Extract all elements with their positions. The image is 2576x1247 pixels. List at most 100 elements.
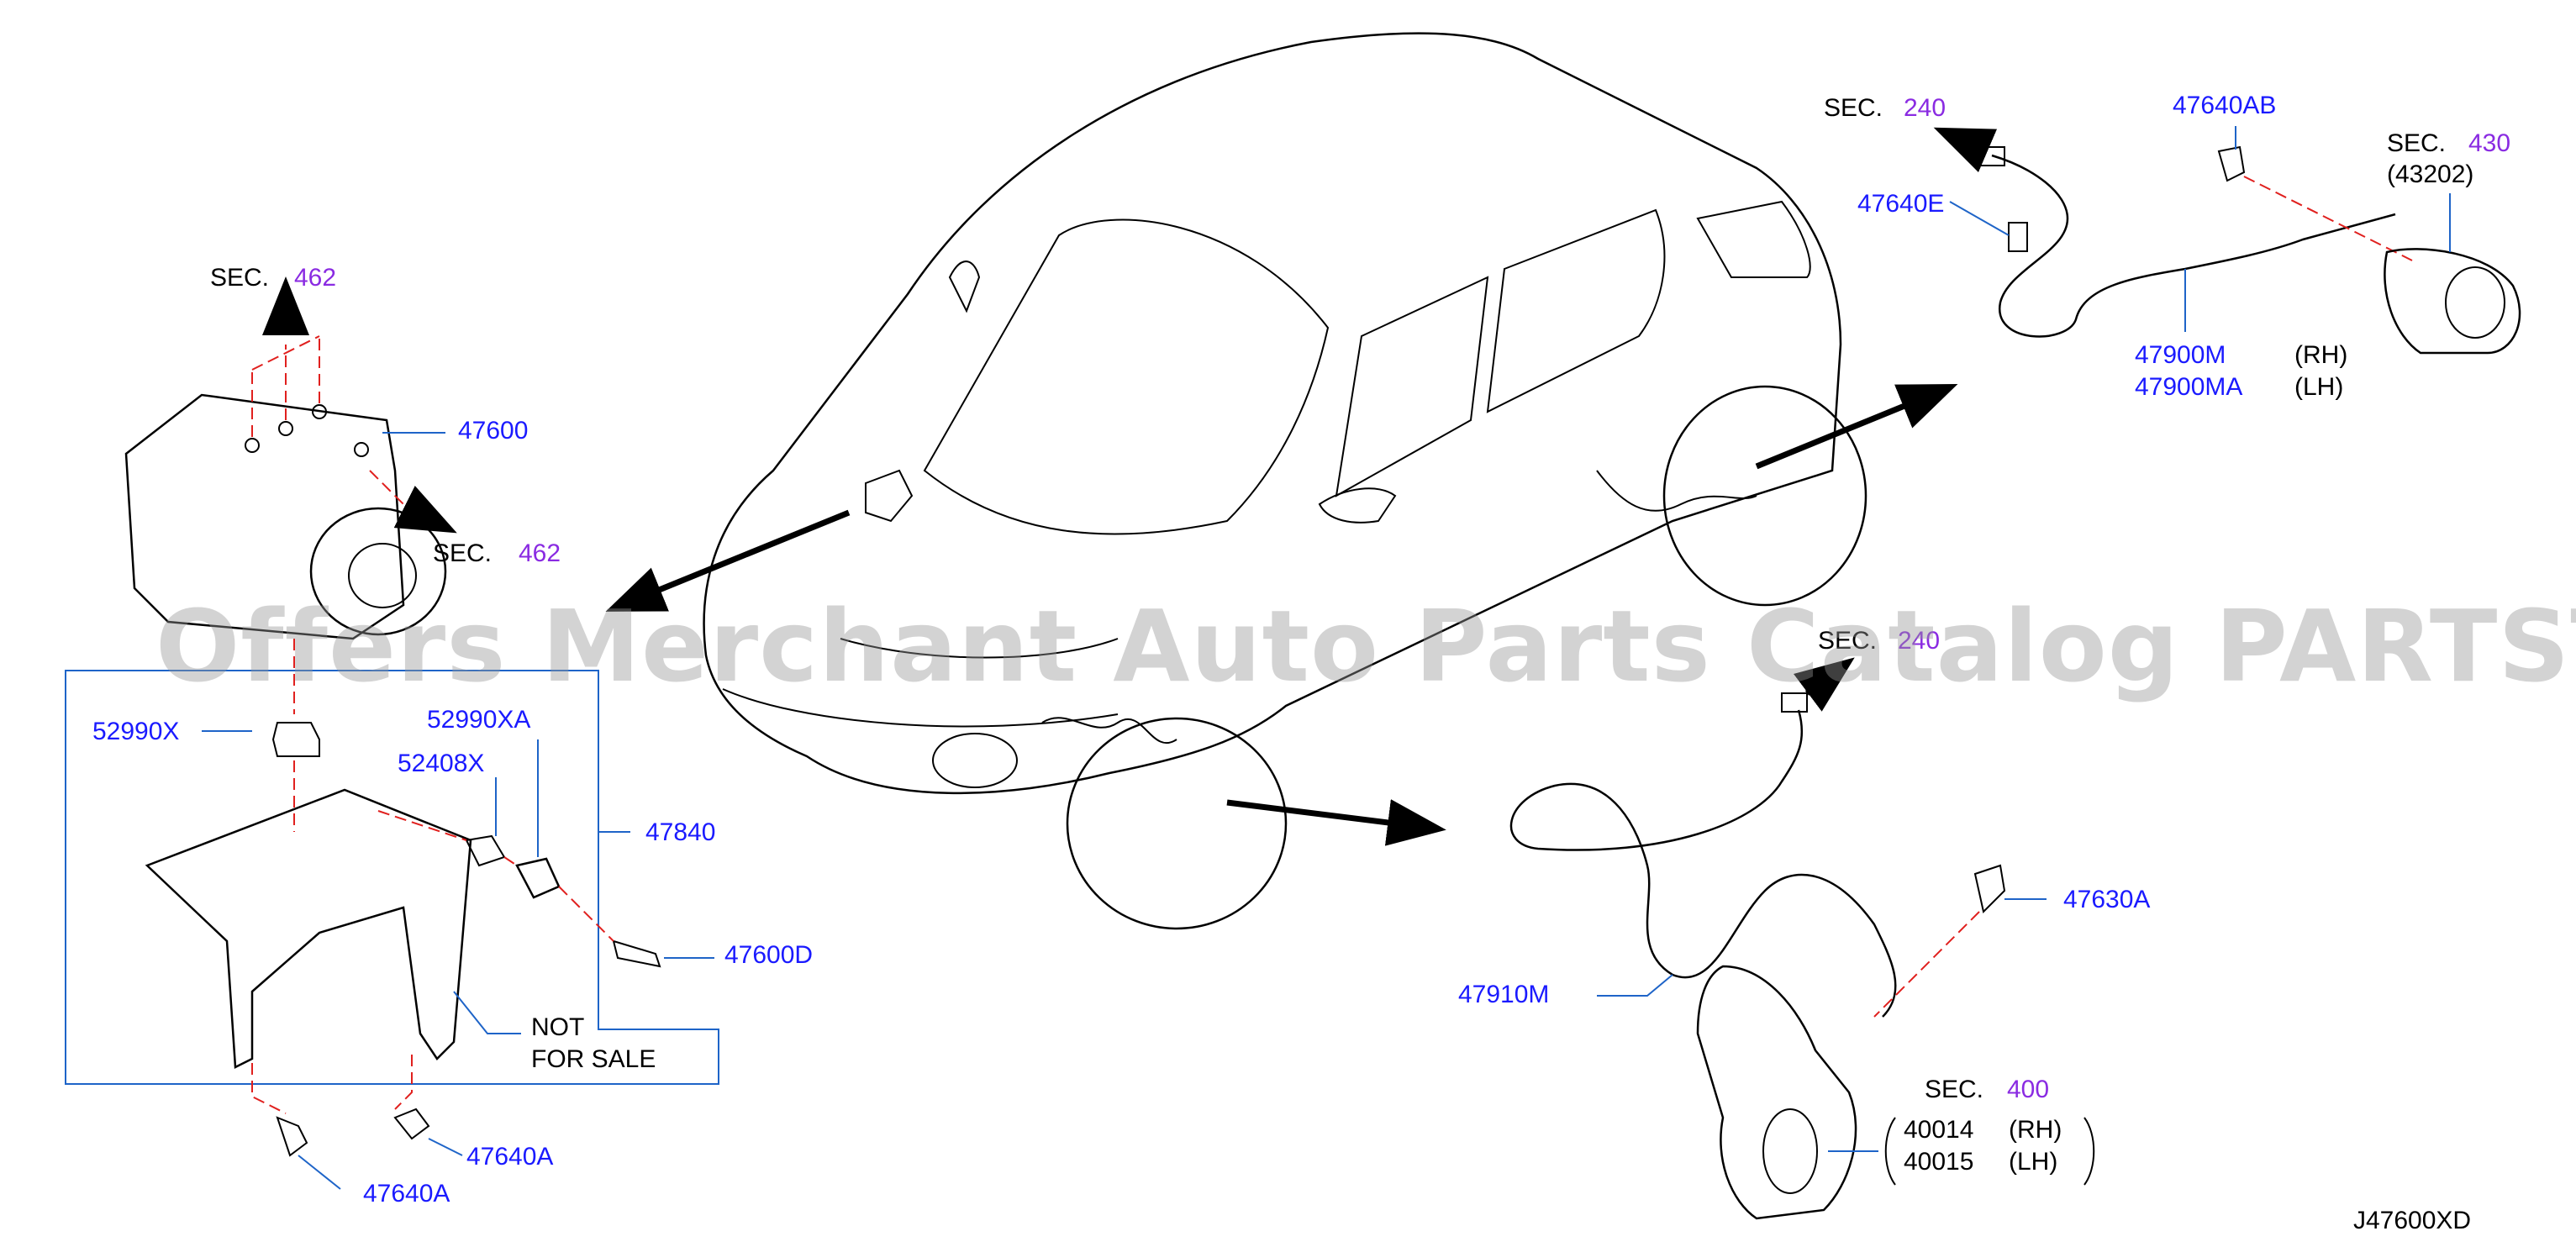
dashed-bracket-fasteners: [377, 810, 614, 942]
label-47600: 47600: [458, 417, 528, 445]
label-rh-1: (RH): [2294, 341, 2347, 369]
label-lh-1: (LH): [2294, 373, 2343, 401]
label-sec-400: SEC.: [1925, 1076, 1983, 1103]
label-sec-240-mid-num: 240: [1898, 627, 1940, 655]
label-lh-2: (LH): [2009, 1148, 2057, 1176]
label-52408x: 52408X: [398, 750, 484, 777]
label-47900m: 47900M: [2135, 341, 2226, 369]
label-sec-462-top: SEC.: [210, 264, 269, 292]
front-wheel: [1066, 717, 1288, 930]
label-40014: 40014: [1904, 1116, 1973, 1144]
bolt-47640a-right: [393, 1108, 430, 1140]
pointer-arrow-abs: [605, 509, 851, 612]
grommet-52990xa: [515, 857, 561, 899]
bolt-47640a-left: [276, 1116, 308, 1157]
pointer-arrow-rear: [1755, 384, 1958, 470]
label-rh-2: (RH): [2009, 1116, 2062, 1144]
headlamp-bump: [948, 260, 981, 313]
label-47910m: 47910M: [1458, 981, 1549, 1008]
front-sensor-connector: [1781, 692, 1808, 713]
vehicle-illustration: [703, 32, 1867, 930]
label-sec-462-side-num: 462: [519, 539, 561, 567]
label-52990xa: 52990XA: [427, 706, 530, 734]
abs-motor: [309, 507, 447, 636]
rear-hub: [2384, 248, 2521, 355]
arrow-sec-240-top: [1933, 127, 1998, 173]
dashed-bolt-to-hub: [2243, 176, 2413, 261]
leader-47640a-left: [298, 1155, 341, 1190]
label-sec-240-top: SEC.: [1824, 94, 1883, 122]
rear-wheel-sensor-assembly: [1933, 126, 2521, 355]
rear-harness-clip-47640e: [2008, 222, 2028, 252]
label-47640ab: 47640AB: [2173, 92, 2276, 119]
leader-47910m: [1597, 974, 1673, 997]
bracket-group-box: [65, 670, 719, 1085]
abs-bracket: [145, 788, 472, 1069]
front-wheel-sensor-assembly: [1509, 657, 2095, 1220]
side-window-front: [1335, 276, 1489, 497]
grommet-52990x: [271, 722, 320, 757]
arrow-sec-240-mid: [1794, 657, 1855, 712]
rear-quarter-window: [1696, 200, 1811, 278]
front-harness-on-car: [1041, 717, 1177, 745]
dashed-bolt-to-knuckle: [1873, 911, 1980, 1018]
abs-actuator-unit: [124, 276, 457, 640]
label-not-for-sale-1: NOT: [531, 1013, 584, 1041]
front-bumper-line: [722, 688, 1119, 728]
abs-port-3: [312, 404, 327, 419]
abs-port-2: [278, 421, 293, 436]
label-43202: (43202): [2387, 160, 2473, 188]
label-sec-430-num: 430: [2468, 129, 2510, 157]
leader-47640e: [1949, 201, 2010, 236]
rear-wheel: [1662, 385, 1867, 607]
label-sec-240-mid: SEC.: [1818, 627, 1877, 655]
front-sensor-harness: [1509, 709, 1897, 1018]
label-47640e: 47640E: [1857, 190, 1944, 218]
label-sec-462-side: SEC.: [433, 539, 492, 567]
rear-hub-bore: [2445, 266, 2505, 339]
side-mirror: [1318, 487, 1397, 524]
abs-port-4: [354, 442, 369, 457]
abs-bracket-assembly: [145, 639, 714, 1190]
abs-location-on-car: [865, 469, 914, 523]
dashed-lower-bolts: [251, 1055, 413, 1114]
bolt-47600d: [612, 939, 661, 968]
steering-knuckle: [1696, 965, 1857, 1220]
abs-unit-body: [124, 393, 405, 640]
label-sec-400-num: 400: [2007, 1076, 2049, 1103]
rear-sensor-harness: [1991, 154, 2396, 338]
car-body-outline: [703, 32, 1842, 795]
knuckle-bore: [1762, 1108, 1818, 1194]
hood-front-edge: [840, 638, 1119, 659]
abs-port-1: [245, 438, 260, 453]
label-47630a: 47630A: [2063, 886, 2150, 913]
label-sec-240-top-num: 240: [1904, 94, 1946, 122]
label-52990x: 52990X: [92, 718, 179, 745]
fog-lamp: [932, 733, 1018, 788]
label-not-for-sale-2: FOR SALE: [531, 1045, 656, 1073]
leader-47640a-right: [428, 1138, 463, 1156]
arrow-sec-462-side: [393, 486, 457, 534]
collar-52408x: [465, 834, 506, 867]
bolt-47640ab: [2217, 145, 2246, 182]
windshield: [923, 218, 1330, 535]
label-sec-430: SEC.: [2387, 129, 2446, 157]
side-window-rear: [1486, 208, 1666, 413]
label-sec-462-top-num: 462: [294, 264, 336, 292]
label-47600d: 47600D: [724, 941, 813, 969]
abs-motor-hub: [348, 543, 417, 608]
label-diagram-code: J47600XD: [2353, 1207, 2471, 1234]
pointer-arrow-front: [1226, 799, 1446, 846]
labels: SEC. 462 47600 SEC. 462 52990X 52990XA 5…: [92, 92, 2510, 1234]
paren-right: [2083, 1117, 2095, 1186]
rear-harness-on-car: [1596, 470, 1757, 512]
label-40015: 40015: [1904, 1148, 1973, 1176]
label-47640a-left: 47640A: [363, 1180, 450, 1208]
label-47900ma: 47900MA: [2135, 373, 2242, 401]
paren-left: [1884, 1117, 1896, 1186]
label-47840: 47840: [645, 818, 715, 846]
abs-dashed-lines: [251, 335, 420, 505]
bolt-47630a: [1973, 864, 2006, 913]
